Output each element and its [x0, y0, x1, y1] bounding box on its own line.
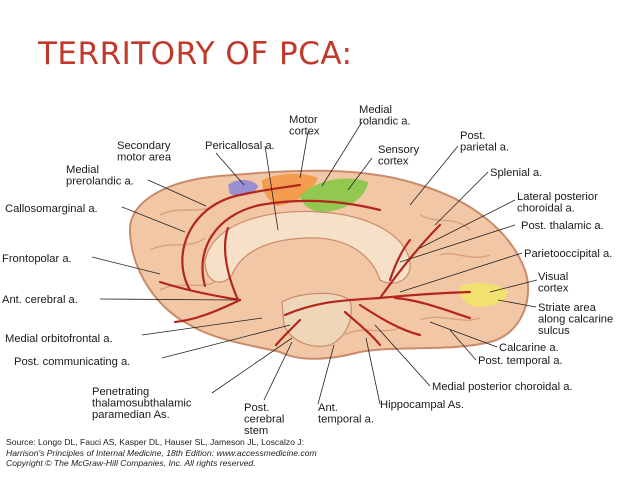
- visual-cortex-area: [459, 283, 508, 307]
- label-medial-orbitofrontal: Medial orbitofrontal a.: [5, 333, 113, 345]
- label-ant-temporal: Ant.temporal a.: [318, 402, 374, 426]
- slide-title: TERRITORY OF PCA:: [38, 36, 353, 72]
- label-line: Post. temporal a.: [478, 355, 563, 367]
- label-line: Medial: [66, 164, 99, 176]
- label-line: stem: [244, 425, 268, 437]
- source-line-1: Source: Longo DL, Fauci AS, Kasper DL, H…: [6, 437, 305, 447]
- label-hippocampal: Hippocampal As.: [380, 399, 464, 411]
- copyright-line: Copyright © The McGraw-Hill Companies, I…: [6, 458, 256, 469]
- label-line: Lateral posterior: [517, 191, 598, 203]
- secondary-motor-area: [228, 179, 258, 196]
- label-line: Hippocampal As.: [380, 399, 464, 411]
- label-pericallosal: Pericallosal a.: [205, 140, 275, 152]
- label-line: rolandic a.: [359, 116, 411, 128]
- label-line: Parietooccipital a.: [524, 248, 612, 260]
- source-line-2: Harrison's Principles of Internal Medici…: [6, 447, 317, 458]
- label-parietooccipital: Parietooccipital a.: [524, 248, 612, 260]
- corpus-callosum: [204, 210, 411, 284]
- label-line: Post.: [460, 130, 486, 142]
- label-line: motor area: [117, 152, 172, 164]
- label-line: Callosomarginal a.: [5, 203, 98, 215]
- label-line: Ant. cerebral a.: [2, 294, 78, 306]
- label-line: Post. thalamic a.: [521, 220, 604, 232]
- label-frontopolar: Frontopolar a.: [2, 253, 72, 265]
- label-line: Penetrating: [92, 386, 149, 398]
- leader-lines: [91, 121, 538, 405]
- label-line: choroidal a.: [517, 203, 575, 215]
- label-calcarine: Calcarine a.: [499, 342, 559, 354]
- label-ant-cerebral: Ant. cerebral a.: [2, 294, 78, 306]
- brainstem: [281, 292, 352, 347]
- label-line: Post. communicating a.: [14, 356, 130, 368]
- label-line: Calcarine a.: [499, 342, 559, 354]
- label-splenial: Splenial a.: [490, 167, 542, 179]
- label-line: paramedian As.: [92, 409, 170, 421]
- label-line: Medial posterior choroidal a.: [432, 381, 573, 393]
- arteries: [158, 183, 472, 347]
- label-line: Frontopolar a.: [2, 253, 72, 265]
- label-post-parietal: Post.parietal a.: [460, 130, 509, 154]
- label-line: cortex: [538, 283, 569, 295]
- label-post-temporal: Post. temporal a.: [478, 355, 563, 367]
- motor-cortex-area: [262, 173, 318, 206]
- label-line: Post.: [244, 402, 270, 414]
- label-post-communicating: Post. communicating a.: [14, 356, 130, 368]
- label-line: cortex: [289, 126, 320, 138]
- label-line: along calcarine: [538, 314, 613, 326]
- label-line: Medial: [359, 104, 392, 116]
- label-line: thalamosubthalamic: [92, 398, 192, 410]
- label-line: sulcus: [538, 325, 570, 337]
- label-callosomarginal: Callosomarginal a.: [5, 203, 98, 215]
- label-line: Striate area: [538, 302, 597, 314]
- label-line: temporal a.: [318, 414, 374, 426]
- label-line: Secondary: [117, 140, 171, 152]
- label-post-thalamic: Post. thalamic a.: [521, 220, 604, 232]
- label-line: Motor: [289, 114, 318, 126]
- label-line: cerebral: [244, 414, 284, 426]
- label-medial-post-choroidal: Medial posterior choroidal a.: [432, 381, 573, 393]
- label-line: Pericallosal a.: [205, 140, 275, 152]
- label-line: Sensory: [378, 144, 419, 156]
- label-line: Medial orbitofrontal a.: [5, 333, 113, 345]
- label-line: cortex: [378, 156, 409, 168]
- label-line: Ant.: [318, 402, 338, 414]
- label-line: parietal a.: [460, 142, 509, 154]
- label-line: Visual: [538, 271, 568, 283]
- label-line: Splenial a.: [490, 167, 542, 179]
- source-citation: Source: Longo DL, Fauci AS, Kasper DL, H…: [6, 437, 317, 469]
- label-line: prerolandic a.: [66, 176, 134, 188]
